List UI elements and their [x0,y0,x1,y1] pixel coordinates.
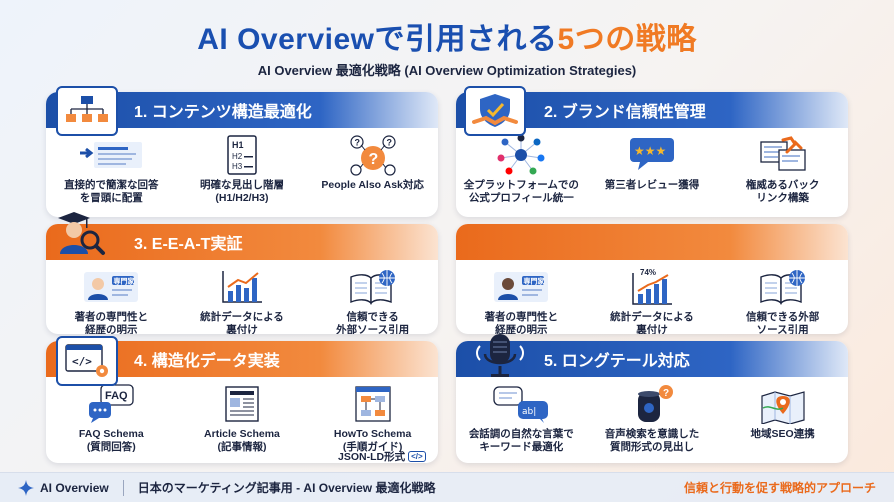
icon-text: FAQ [105,390,128,402]
map-pin-icon [760,383,806,425]
expert-profile-icon: 専門家 [493,266,549,308]
strategy-item: ab| 会話調の自然な言葉で キーワード最適化 [457,381,586,461]
star-review-icon: ★★★ [628,134,676,176]
strategy-item-label: 直接的で簡潔な回答 を冒頭に配置 [64,179,159,204]
book-globe-icon [759,266,807,308]
strategy-item-label: 信頼できる 外部ソース引用 [336,311,410,334]
page-subtitle: AI Overview 最適化戦略 (AI Overview Optimizat… [257,63,637,78]
footer-brand-label: AI Overview [40,480,109,495]
strategy-item-label: 権威あるバック リンク構築 [745,179,820,204]
card-long-tail: 5. ロングテール対応 ab| 会話調の自然な言葉で キーワード最適化 ? 音声… [456,341,848,463]
strategy-item-label: Article Schema (記事情報) [204,428,280,453]
answer-lines-icon [76,134,146,176]
strategy-item: ??? People Also Ask対応 [308,132,437,212]
faq-bubble-icon: FAQ [87,383,135,425]
svg-text:★★★: ★★★ [634,144,666,158]
icon-text: 74% [640,268,656,277]
strategy-item-label: 信頼できる外部 ソース引用 [745,311,820,334]
strategy-item-label: 明確な見出し階層 (H1/H2/H3) [199,179,284,204]
strategy-item-label: HowTo Schema (手順ガイド) [333,428,412,453]
svg-text:?: ? [663,388,669,399]
strategy-item: 地域SEO連携 [718,381,847,461]
smart-speaker-icon: ? [628,383,676,425]
strategy-item: 統計データによる 裏付け [177,264,306,334]
title-part-1: AI Overviewで引用される [197,23,558,56]
strategy-item: 権威あるバック リンク構築 [718,132,847,212]
svg-text:?: ? [368,151,378,168]
jsonld-label: JSON-LD形式 [338,451,406,463]
strategy-item-label: FAQ Schema (質問回答) [78,428,144,453]
strategy-item: 74% 統計データによる 裏付け [587,264,716,334]
code-tag-icon: </> [408,451,426,462]
icon-text: H1 [232,140,244,150]
card-eeat: 3. E-E-A-T実証 専門家 著者の専門性と 経歴の明示 統計データによる … [46,224,438,334]
strategy-item: 専門家 著者の専門性と 経歴の明示 [47,264,176,334]
structure-diagram-icon [56,86,118,136]
code-gear-icon: </> [56,336,118,386]
strategy-item-label: 著者の専門性と 経歴の明示 [74,311,149,334]
strategy-item-label: 地域SEO連携 [750,428,815,440]
svg-text:ab|: ab| [522,407,536,417]
footer-brand: AI Overview [18,479,109,496]
card-title: 5. ロングテール対応 [544,353,690,370]
chat-bubbles-icon: ab| [492,383,550,425]
strategy-item-label: 統計データによる 裏付け [200,311,284,334]
strategy-item: 全プラットフォームでの 公式プロフィール統一 [457,132,586,212]
icon-text: 専門家 [524,277,546,286]
footer-divider [122,479,124,496]
strategy-item-label: People Also Ask対応 [321,179,424,191]
shield-handshake-icon [464,86,526,136]
card-title: 1. コンテンツ構造最適化 [134,104,312,121]
card-title: 3. E-E-A-T実証 [134,236,243,253]
flowchart-icon [353,383,393,425]
strategy-item: Article Schema (記事情報) [177,381,306,461]
strategy-item-label: 会話調の自然な言葉で キーワード最適化 [468,428,574,453]
microphone-icon [472,330,528,382]
expert-search-icon [50,208,106,256]
icon-text: H2 [232,152,243,161]
book-globe-icon [349,266,397,308]
card-banner: 3. E-E-A-T実証 [46,224,438,260]
strategy-item-label: 統計データによる 裏付け [610,311,694,334]
card-title: 2. ブランド信頼性管理 [544,104,706,121]
social-network-icon [493,134,549,176]
title-part-2: 5つの戦略 [557,23,697,56]
footer-description: 日本のマーケティング記事用 - AI Overview 最適化戦略 [137,481,436,495]
expert-profile-icon: 専門家 [83,266,139,308]
question-bubbles-icon: ??? [347,134,399,176]
card-banner [456,224,848,260]
card-title: 4. 構造化データ実装 [134,353,280,370]
icon-text: 専門家 [114,277,136,286]
backlink-chain-icon [759,134,807,176]
strategy-item: ★★★ 第三者レビュー獲得 [587,132,716,212]
page-title: AI Overviewで引用される5つの戦略 [0,14,894,58]
strategy-item: 信頼できる 外部ソース引用 [308,264,437,334]
strategy-item: FAQ FAQ Schema (質問回答) [47,381,176,461]
svg-text:?: ? [386,138,392,148]
strategy-item: 専門家 著者の専門性と 経歴の明示 [457,264,586,334]
strategy-item: ? 音声検索を意識した 質問形式の見出し [587,381,716,461]
strategy-item: 信頼できる外部 ソース引用 [718,264,847,334]
footer-bar: AI Overview 日本のマーケティング記事用 - AI Overview … [0,472,894,502]
icon-text: H3 [232,162,243,171]
strategy-item-label: 全プラットフォームでの 公式プロフィール統一 [463,179,579,204]
strategy-item: HowTo Schema (手順ガイド) [308,381,437,461]
svg-text:?: ? [354,138,360,148]
svg-text:</>: </> [72,355,92,368]
card-eeat-duplicate: 専門家 著者の専門性と 経歴の明示 74% 統計データによる 裏付け 信頼できる… [456,224,848,334]
article-icon [222,383,262,425]
sparkle-icon [18,479,34,496]
strategy-item-label: 音声検索を意識した 質問形式の見出し [604,428,700,453]
strategy-item: 直接的で簡潔な回答 を冒頭に配置 [47,132,176,212]
jsonld-format-label: JSON-LD形式 </> [338,449,426,464]
growth-chart-icon: 74% [630,266,674,308]
bar-chart-icon [220,266,264,308]
footer-tagline: 信頼と行動を促す戦略的アプローチ [683,481,876,495]
strategy-item-label: 著者の専門性と 経歴の明示 [484,311,559,334]
strategy-item-label: 第三者レビュー獲得 [604,179,700,191]
